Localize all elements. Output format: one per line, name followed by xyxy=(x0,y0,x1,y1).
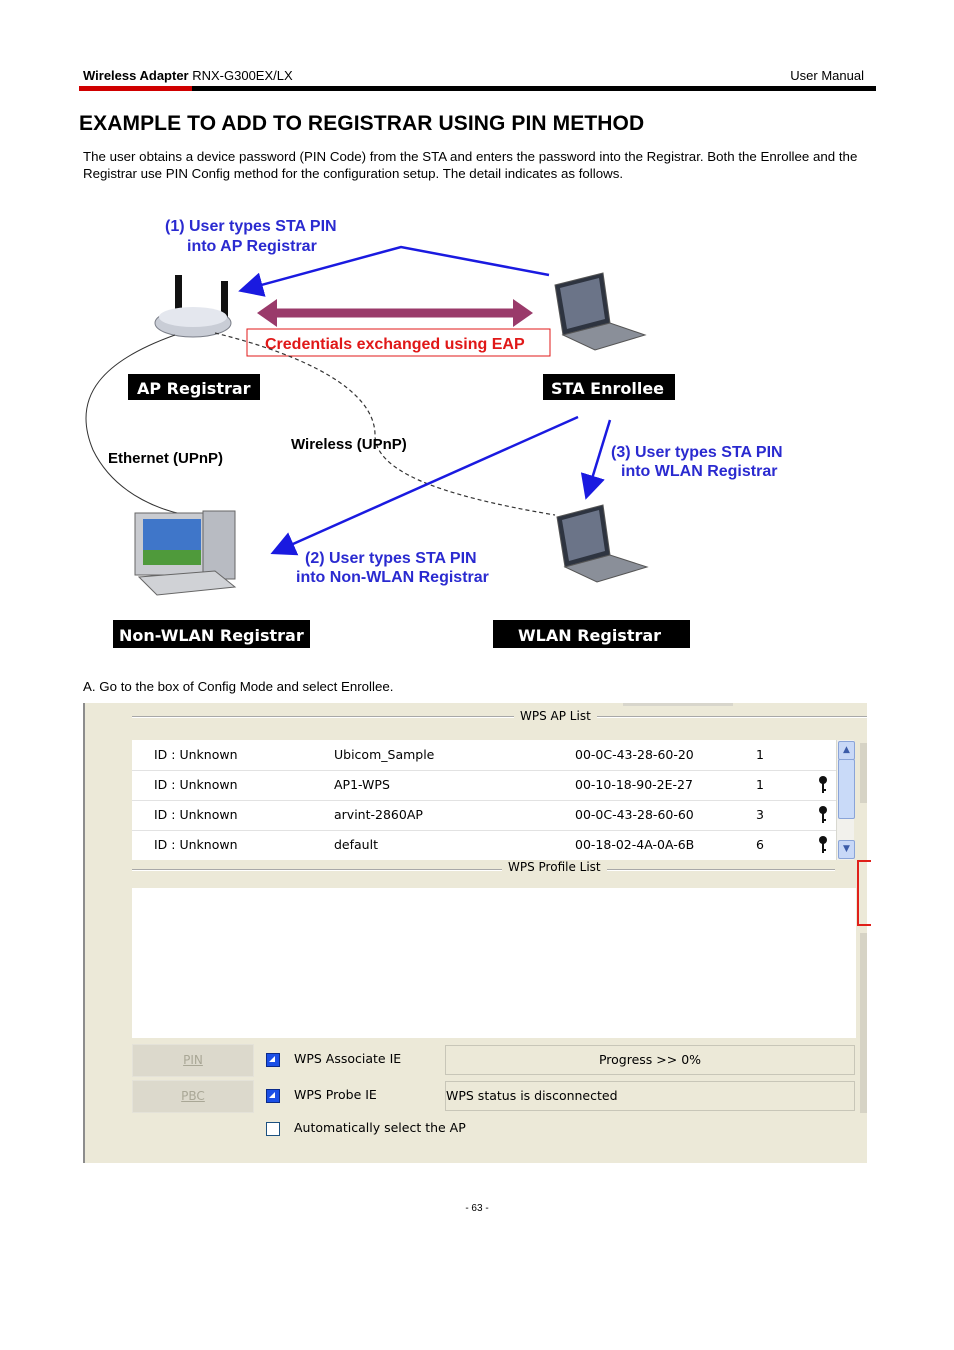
header-doc-type: User Manual xyxy=(790,68,864,83)
ethernet-label: Ethernet (UPnP) xyxy=(108,450,223,467)
ap-bssid: 00-10-18-90-2E-27 xyxy=(575,777,693,792)
credentials-box xyxy=(246,328,551,357)
step2-label-line1: (2) User types STA PIN xyxy=(305,550,477,567)
auto-select-checkbox[interactable] xyxy=(266,1122,280,1136)
header-product-model: RNX-G300EX/LX xyxy=(188,68,293,83)
step1-label-line1: (1) User types STA PIN xyxy=(165,218,337,235)
key-icon xyxy=(819,776,827,793)
status-field: WPS status is disconnected xyxy=(445,1081,855,1111)
profile-list-groupline xyxy=(132,869,835,871)
ap-bssid: 00-0C-43-28-60-60 xyxy=(575,807,694,822)
ap-ssid: arvint-2860AP xyxy=(334,807,423,822)
ap-registrar-box xyxy=(128,374,260,400)
desktop-computer-icon xyxy=(134,510,237,596)
ap-list-row[interactable]: ID : Unknown default 00-18-02-4A-0A-6B 6 xyxy=(132,830,836,860)
associate-ie-label: WPS Associate IE xyxy=(294,1051,402,1066)
sta-enrollee-box xyxy=(543,374,675,400)
progress-text: Progress >> 0% xyxy=(598,1052,702,1067)
progress-field: Progress >> 0% xyxy=(445,1045,855,1075)
credentials-label: Credentials exchanged using EAP xyxy=(265,336,525,353)
ap-bssid: 00-0C-43-28-60-20 xyxy=(575,747,694,762)
ap-registrar-label: AP Registrar xyxy=(137,379,251,398)
ap-router-icon xyxy=(154,275,232,338)
ap-id: ID : Unknown xyxy=(154,777,238,792)
ap-list-row[interactable]: ID : Unknown Ubicom_Sample 00-0C-43-28-6… xyxy=(132,740,836,771)
chevron-up-icon[interactable]: ▲ xyxy=(838,741,855,760)
ap-list-groupline xyxy=(132,716,867,718)
highlight-box xyxy=(857,860,871,926)
header-product-name: Wireless Adapter xyxy=(83,68,189,83)
wireless-label: Wireless (UPnP) xyxy=(291,436,407,453)
step-a-text: A. Go to the box of Config Mode and sele… xyxy=(83,679,394,694)
ap-list-scrollbar[interactable]: ▲ ▼ xyxy=(836,740,855,860)
header-rule-accent xyxy=(79,86,192,91)
ap-list[interactable]: ID : Unknown Ubicom_Sample 00-0C-43-28-6… xyxy=(132,740,836,860)
profile-list[interactable] xyxy=(132,888,856,1038)
step3-label-line2: into WLAN Registrar xyxy=(621,463,777,480)
ap-id: ID : Unknown xyxy=(154,837,238,852)
ap-ssid: default xyxy=(334,837,378,852)
step1-label-line2: into AP Registrar xyxy=(187,238,317,255)
step1-arrow xyxy=(238,245,550,297)
pin-button[interactable]: PIN xyxy=(132,1044,254,1077)
ap-ssid: Ubicom_Sample xyxy=(334,747,435,762)
sta-laptop-icon xyxy=(554,272,647,351)
panel-left-border xyxy=(83,703,85,1163)
ap-channel: 1 xyxy=(756,747,764,762)
section-title: EXAMPLE TO ADD TO REGISTRAR USING PIN ME… xyxy=(79,112,645,135)
side-button-strip xyxy=(860,743,867,803)
header-product: Wireless Adapter RNX-G300EX/LX xyxy=(83,68,293,83)
sta-enrollee-label: STA Enrollee xyxy=(551,379,664,398)
ap-list-row[interactable]: ID : Unknown arvint-2860AP 00-0C-43-28-6… xyxy=(132,800,836,831)
key-icon xyxy=(819,836,827,853)
scrollbar-thumb[interactable] xyxy=(838,759,855,819)
ap-channel: 6 xyxy=(756,837,764,852)
profile-list-label: WPS Profile List xyxy=(502,860,607,874)
ap-ssid: AP1-WPS xyxy=(334,777,390,792)
credentials-exchange-arrow xyxy=(257,299,533,327)
probe-ie-label: WPS Probe IE xyxy=(294,1087,377,1102)
ap-list-label: WPS AP List xyxy=(514,709,597,723)
ethernet-cable xyxy=(85,334,206,518)
step3-arrow xyxy=(580,419,612,500)
ap-channel: 3 xyxy=(756,807,764,822)
status-text: WPS status is disconnected xyxy=(446,1088,618,1103)
wireless-link xyxy=(214,332,556,516)
associate-ie-checkbox[interactable] xyxy=(266,1053,280,1067)
step3-label-line1: (3) User types STA PIN xyxy=(611,444,783,461)
pbc-button[interactable]: PBC xyxy=(132,1080,254,1113)
non-wlan-registrar-box xyxy=(113,620,310,648)
ap-bssid: 00-18-02-4A-0A-6B xyxy=(575,837,695,852)
ap-list-row[interactable]: ID : Unknown AP1-WPS 00-10-18-90-2E-27 1 xyxy=(132,770,836,801)
side-button-strip xyxy=(860,933,867,1113)
wlan-registrar-label: WLAN Registrar xyxy=(518,626,661,645)
key-icon xyxy=(819,806,827,823)
probe-ie-checkbox[interactable] xyxy=(266,1089,280,1103)
panel-top-edge xyxy=(623,703,733,706)
non-wlan-registrar-label: Non-WLAN Registrar xyxy=(119,626,304,645)
intro-paragraph: The user obtains a device password (PIN … xyxy=(83,149,858,181)
auto-select-label: Automatically select the AP xyxy=(294,1120,466,1135)
header-rule xyxy=(79,86,876,91)
ap-id: ID : Unknown xyxy=(154,747,238,762)
step2-label-line2: into Non-WLAN Registrar xyxy=(296,569,489,586)
wlan-laptop-icon xyxy=(556,504,649,583)
ap-channel: 1 xyxy=(756,777,764,792)
wps-config-panel: WPS AP List ID : Unknown Ubicom_Sample 0… xyxy=(83,703,871,1163)
chevron-down-icon[interactable]: ▼ xyxy=(838,840,855,859)
page-number: - 63 - xyxy=(465,1203,489,1214)
ap-id: ID : Unknown xyxy=(154,807,238,822)
wps-pin-diagram: (1) User types STA PIN into AP Registrar… xyxy=(85,218,783,648)
step2-arrow xyxy=(270,415,579,556)
wlan-registrar-box xyxy=(493,620,690,648)
